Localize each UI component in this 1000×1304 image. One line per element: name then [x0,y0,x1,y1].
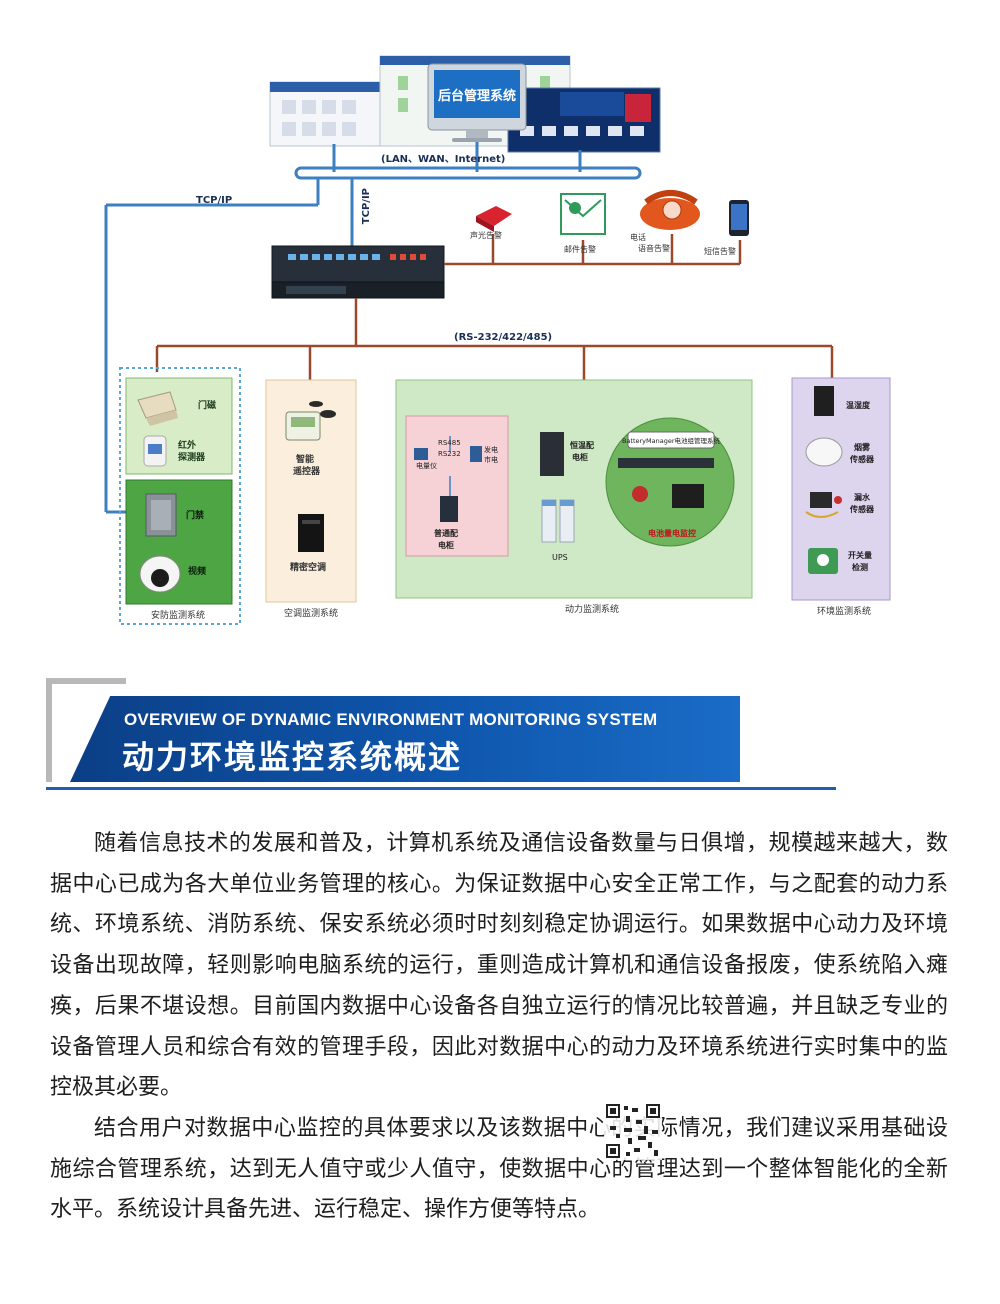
siren-icon [476,206,512,232]
door-sensor-label: 门磁 [198,399,216,411]
main-controller [271,245,445,299]
backend-label: 后台管理系统 [438,88,516,104]
precision-aircon-icon [298,514,324,552]
sensor-ring-icon [632,486,648,502]
header-band [70,696,740,782]
meter-label: 电量仪 [416,461,437,470]
water-leak-sensor-icon [805,492,842,518]
door-sensor-icon [137,391,178,426]
header-title-en: OVERVIEW OF DYNAMIC ENVIRONMENT MONITORI… [124,710,658,729]
alarm-label-phone-line2: 语音告警 [638,243,670,253]
paragraph-1: 随着信息技术的发展和普及，计算机系统及通信设备数量与日俱增，规模越来越大，数据中… [50,831,948,1101]
header-title-cn: 动力环境监控系统概述 [122,738,463,776]
access-control-icon [145,493,177,537]
switch-label-line1: 开关量 [848,550,872,560]
precision-label: 精密空调 [290,561,326,573]
switch-detector-icon [808,548,838,574]
video-label: 视频 [188,565,206,577]
aircon-system: 智能 遥控器 精密空调 空调监测系统 [265,379,357,619]
rs232-label: RS232 [438,450,461,458]
email-icon [560,193,606,235]
tcpip-left-label: TCP/IP [196,195,232,206]
alarm-label-sms: 短信告警 [704,246,736,256]
temp-humidity-icon [814,386,834,416]
infrared-detector-icon [143,435,167,467]
common-panel-line2: 电柜 [438,540,454,550]
overview-text: 随着信息技术的发展和普及，计算机系统及通信设备数量与日俱增，规模越来越大，数据中… [50,824,948,1231]
security-system: 门磁 红外 探测器 门禁 视频 安防监测系统 [119,367,241,625]
battery-icon [672,484,704,508]
backend-screens: 后台管理系统 [269,55,661,153]
generator-icon [470,446,482,462]
mobile-phone-icon [729,200,749,236]
battery-label: 电池量电监控 [648,528,696,538]
power-title: 动力监测系统 [565,603,619,615]
smoke-label-line1: 烟雾 [854,442,871,452]
temp-label: 温湿度 [846,400,871,410]
system-architecture-diagram: 后台管理系统 (LAN、WAN、Internet) TCP/IP TCP/IP [104,55,891,625]
remote-controller-icon [285,401,336,441]
power-system: RS485 RS232 电量仪 发电 市电 普通配 电柜 恒温配 电柜 UPS … [395,379,753,615]
generator-label-line2: 市电 [484,455,498,464]
aircon-title: 空调监测系统 [284,607,338,619]
alarm-label-email: 邮件告警 [564,244,596,254]
dome-camera-icon [139,555,181,593]
water-label-line1: 漏水 [854,492,871,502]
water-label-line2: 传感器 [849,504,875,514]
env-title: 环境监测系统 [817,605,871,617]
common-panel-line1: 普通配 [434,528,458,538]
smart-panel-icon [540,432,564,476]
network-label: (LAN、WAN、Internet) [381,154,505,165]
generator-label-line1: 发电 [484,445,498,454]
tcpip-vertical-label: TCP/IP [361,188,372,224]
access-label: 门禁 [186,509,204,521]
infrared-label-line2: 探测器 [178,451,206,463]
phone-icon [640,190,700,230]
alarm-label-siren: 声光告警 [470,230,502,240]
alarm-devices: 声光告警 邮件告警 电话 语音告警 短信告警 [470,190,749,256]
header-underline [46,787,836,790]
paragraph-2: 结合用户对数据中心监控的具体要求以及该数据中心的实际情况，我们建议采用基础设施综… [50,1115,948,1223]
alarm-label-phone-line1: 电话 [630,232,646,242]
smoke-detector-icon [805,437,843,467]
switch-label-line2: 检测 [852,562,868,572]
meter-icon [414,448,428,460]
battery-manager-icon [618,458,714,468]
infrared-label-line1: 红外 [178,439,196,451]
bus-label: (RS-232/422/485) [454,332,552,343]
alarm-lines [444,234,742,266]
smart-panel-line2: 电柜 [572,452,588,462]
qr-code-icon [604,1102,662,1160]
common-panel-icon [440,496,458,522]
network-lines [104,142,642,514]
smoke-label-line2: 传感器 [849,454,875,464]
battery-box-label: BatteryManager电池组管理系统 [622,436,721,445]
rs485-label: RS485 [438,439,461,447]
header-frame [46,678,126,782]
env-system: 温湿度 烟雾 传感器 漏水 传感器 开关量 检测 环境监测系统 [791,377,891,617]
ups-label: UPS [552,553,568,562]
ups-icon [541,499,575,543]
controller-label-line1: 智能 [296,453,314,465]
controller-label-line2: 遥控器 [293,465,321,477]
smart-panel-line1: 恒温配 [570,440,594,450]
security-title: 安防监测系统 [151,609,205,621]
